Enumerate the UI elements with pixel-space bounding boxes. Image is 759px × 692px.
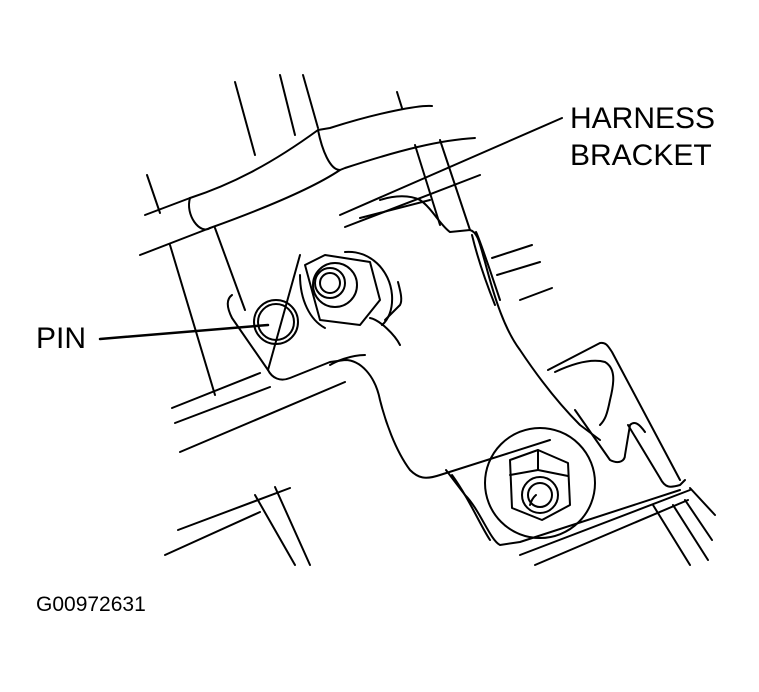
harness-bracket: [226, 195, 716, 566]
lower-nut: [484, 427, 596, 539]
harness-bracket-label-line1: HARNESS: [570, 102, 716, 135]
harness-bracket-label-line2: BRACKET: [570, 139, 712, 172]
harness-bracket-leader-line: [339, 117, 563, 216]
pin: [253, 299, 299, 345]
figure-id-label: G00972631: [36, 593, 146, 616]
pin-leader-line: [98, 323, 270, 341]
pin-label: PIN: [36, 322, 87, 355]
frame-lines: [139, 74, 553, 566]
upper-nut: [299, 250, 394, 329]
